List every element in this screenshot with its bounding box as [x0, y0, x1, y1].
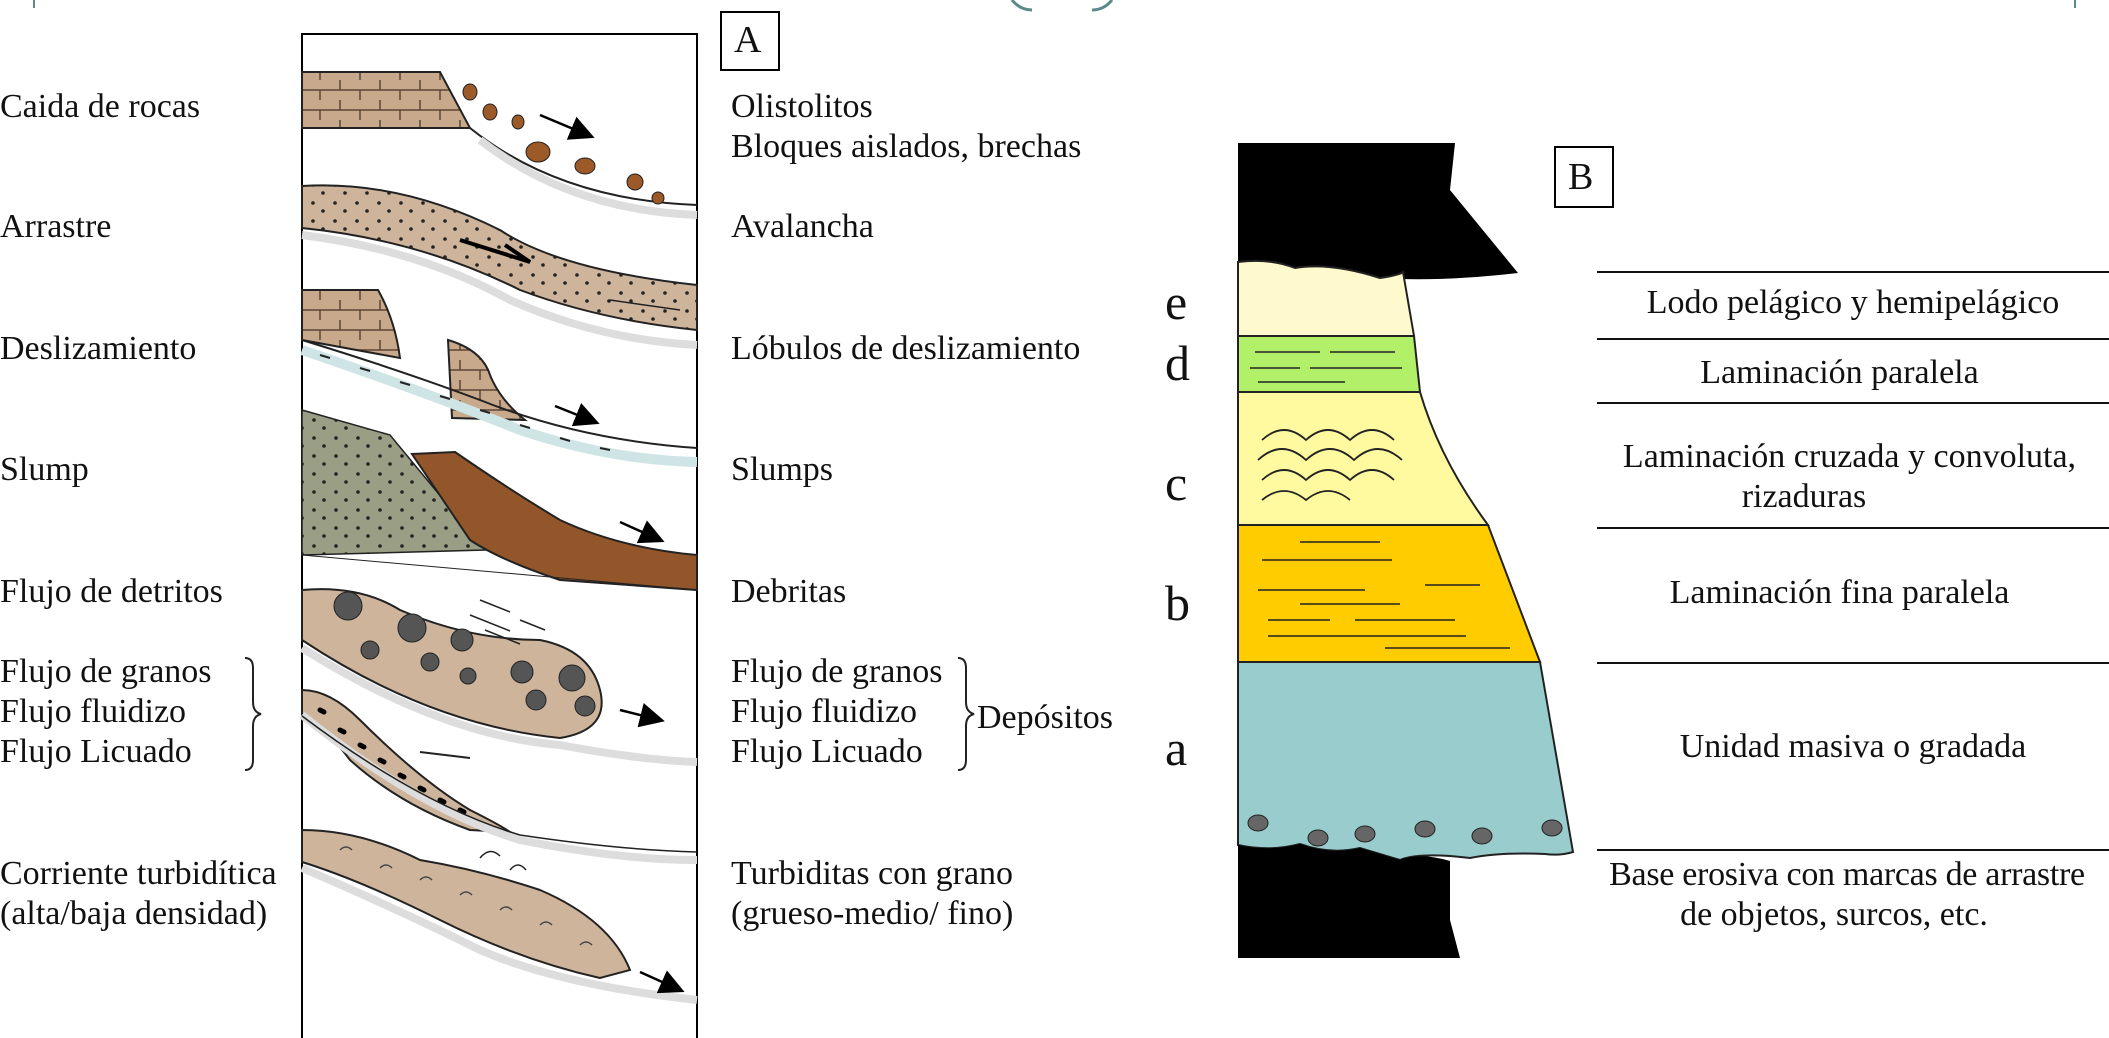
- deposit-turbiditas: Turbiditas con grano: [731, 854, 1013, 894]
- label-slump: Slump: [0, 450, 89, 490]
- unit-letter-d: d: [1165, 335, 1190, 391]
- base-description-2: de objetos, surcos, etc.: [1590, 895, 2078, 935]
- deposit-debritas: Debritas: [731, 572, 846, 612]
- deposit-slumps: Slumps: [731, 450, 833, 490]
- label-flujo-de-detritos: Flujo de detritos: [0, 572, 223, 612]
- label-flujo-fluidizo-right: Flujo fluidizo: [731, 692, 917, 732]
- unit-d-description: Laminación paralela: [1597, 353, 2082, 393]
- deposit-lobulos: Lóbulos de deslizamiento: [731, 329, 1080, 369]
- deposit-olistolitos: Olistolitos: [731, 87, 873, 127]
- bouma-column: [1238, 143, 1573, 958]
- deposit-turbiditas-grano: (grueso-medio/ fino): [731, 894, 1013, 934]
- label-depositos: Depósitos: [977, 698, 1113, 738]
- unit-letter-a: a: [1165, 720, 1187, 776]
- unit-e-description: Lodo pelágico y hemipelágico: [1597, 283, 2109, 323]
- unit-b-band: [1238, 525, 1540, 662]
- unit-letter-c: c: [1165, 455, 1187, 511]
- panel-b-label: B: [1568, 157, 1593, 197]
- brace-right: [958, 658, 974, 770]
- label-flujo-de-granos-left: Flujo de granos: [0, 652, 212, 692]
- label-flujo-licuado-left: Flujo Licuado: [0, 732, 192, 772]
- top-ornament: [34, 0, 2075, 10]
- unit-a-description: Unidad masiva o gradada: [1597, 727, 2109, 767]
- unit-d-band: [1238, 336, 1420, 392]
- unit-b-description: Laminación fina paralela: [1597, 573, 2082, 613]
- label-densidad: (alta/baja densidad): [0, 894, 267, 934]
- unit-a-band: [1238, 662, 1573, 860]
- unit-letter-e: e: [1165, 274, 1187, 330]
- deposit-avalancha: Avalancha: [731, 207, 874, 247]
- unit-c-description-2: rizaduras: [1590, 477, 2018, 517]
- label-flujo-licuado-right: Flujo Licuado: [731, 732, 923, 772]
- label-deslizamiento: Deslizamiento: [0, 329, 196, 369]
- slump-sketch: [302, 410, 697, 590]
- brace-left: [245, 658, 261, 770]
- unit-c-band: [1238, 392, 1488, 525]
- base-description-1: Base erosiva con marcas de arrastre: [1585, 855, 2109, 895]
- unit-c-description-1: Laminación cruzada y convoluta,: [1590, 437, 2109, 477]
- label-flujo-fluidizo-left: Flujo fluidizo: [0, 692, 186, 732]
- unit-letter-b: b: [1165, 575, 1190, 631]
- label-caida-de-rocas: Caida de rocas: [0, 87, 200, 127]
- deposit-bloques: Bloques aislados, brechas: [731, 127, 1081, 167]
- label-arrastre: Arrastre: [0, 207, 111, 247]
- label-flujo-de-granos-right: Flujo de granos: [731, 652, 943, 692]
- panel-a-label: A: [734, 20, 761, 60]
- label-corriente-turbiditica: Corriente turbidítica: [0, 854, 277, 894]
